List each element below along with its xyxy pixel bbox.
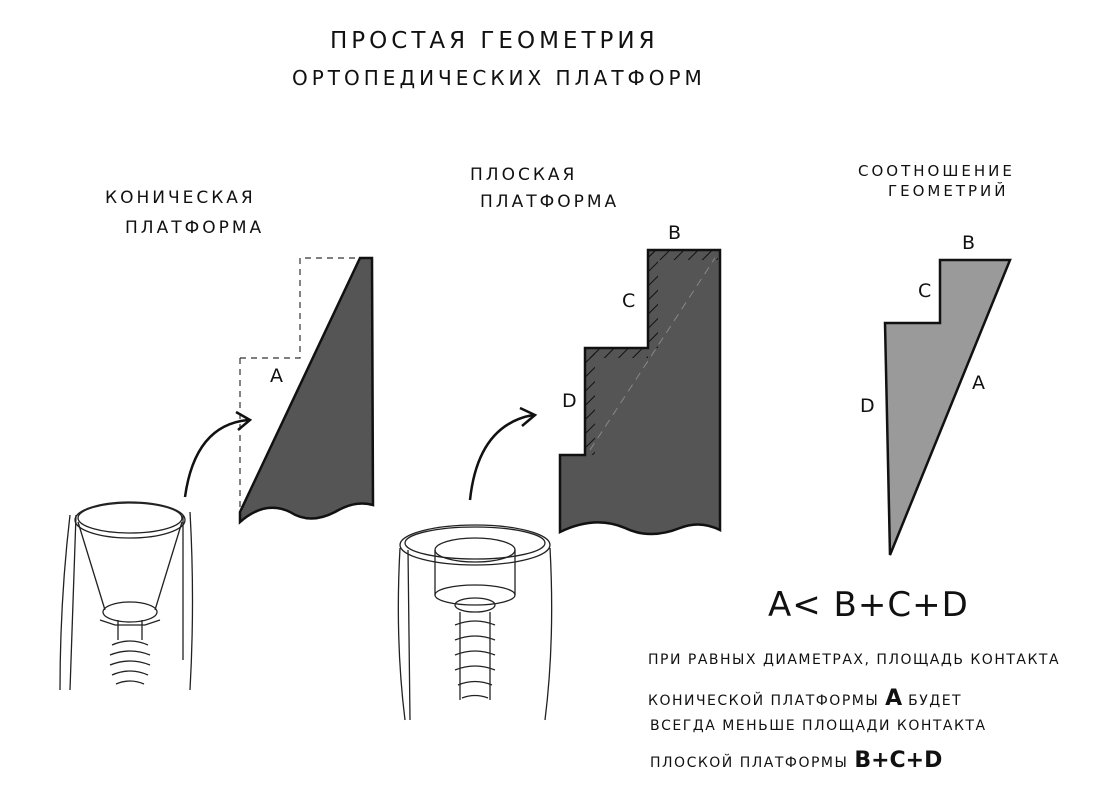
note-line-4: плоской платформы B+C+D	[650, 748, 942, 773]
ratio-label-b: B	[962, 232, 978, 254]
conical-label-a: A	[270, 365, 285, 387]
conical-implant-sketch	[59, 501, 194, 691]
note-line-2: конической платформы A будет	[648, 686, 962, 711]
flat-implant-sketch	[397, 524, 553, 721]
flat-platform-section	[468, 248, 722, 536]
conical-heading-1: КОНИЧЕСКАЯ	[105, 188, 256, 208]
ratio-heading-1: СООТНОШЕНИЕ	[858, 162, 1015, 180]
ratio-label-d: D	[860, 395, 877, 417]
formula: A< B+C+D	[768, 585, 969, 625]
ratio-label-c: C	[918, 280, 934, 302]
ratio-shape	[883, 258, 1012, 556]
flat-label-c: C	[622, 290, 638, 312]
flat-label-b: B	[668, 222, 684, 244]
flat-heading-2: ПЛАТФОРМА	[480, 192, 620, 212]
note-line-2-text: конической платформы	[648, 693, 880, 709]
flat-label-d: D	[562, 390, 579, 412]
flat-heading-1: ПЛОСКАЯ	[470, 165, 578, 185]
note-line-2-a: A	[885, 686, 903, 711]
note-line-4-text: плоской платформы	[650, 755, 849, 771]
conical-heading-2: ПЛАТФОРМА	[125, 218, 265, 238]
conical-platform-section	[183, 256, 375, 525]
title-line-2: ОРТОПЕДИЧЕСКИХ ПЛАТФОРМ	[292, 66, 706, 90]
note-line-1: При равных диаметрах, площадь контакта	[648, 652, 1061, 668]
ratio-heading-2: ГЕОМЕТРИЙ	[888, 182, 1009, 200]
title-line-1: ПРОСТАЯ ГЕОМЕТРИЯ	[330, 28, 659, 54]
note-line-2-end: будет	[908, 693, 963, 709]
note-line-3: всегда меньше площади контакта	[650, 718, 987, 734]
ratio-label-a: A	[972, 372, 987, 394]
note-line-4-bcd: B+C+D	[854, 748, 943, 773]
